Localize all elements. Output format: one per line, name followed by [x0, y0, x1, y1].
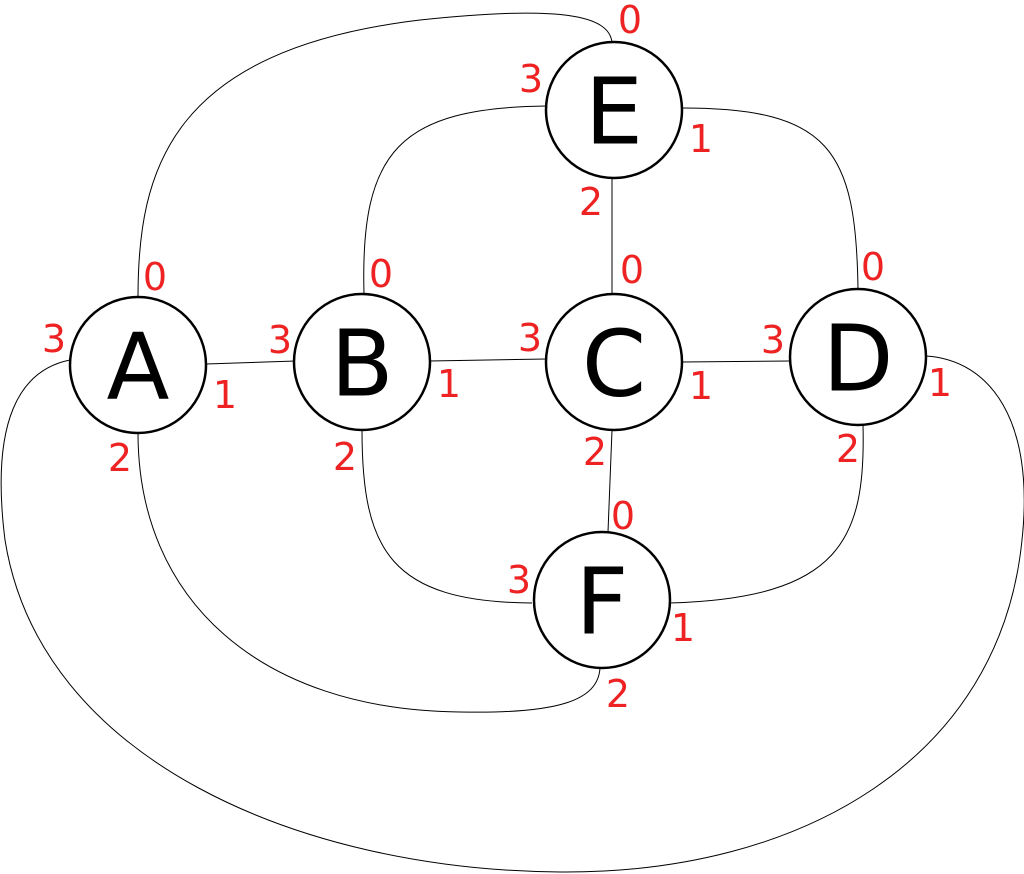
- port-label-a-1: 1: [213, 373, 237, 417]
- port-label-b-0: 0: [369, 252, 393, 296]
- node-a: A: [68, 295, 208, 435]
- node-b: B: [292, 292, 432, 432]
- edge-d0-e1: [681, 107, 859, 290]
- node-label-c: C: [582, 311, 646, 418]
- port-label-e-3: 3: [519, 57, 543, 101]
- port-label-a-0: 0: [143, 255, 167, 299]
- edge-a2-f2: [137, 432, 601, 713]
- node-d: D: [788, 287, 928, 427]
- edges-layer: [0, 12, 1024, 873]
- nodes-layer: A B C D E F: [68, 40, 928, 670]
- port-label-f-3: 3: [507, 558, 531, 602]
- port-label-e-1: 1: [689, 117, 713, 161]
- port-label-c-2: 2: [583, 430, 607, 474]
- node-circle-f: [532, 530, 672, 670]
- edge-b0-e3: [363, 105, 547, 295]
- node-e: E: [544, 40, 684, 180]
- port-label-d-3: 3: [761, 318, 785, 362]
- port-label-c-1: 1: [689, 364, 713, 408]
- port-label-b-1: 1: [437, 362, 461, 406]
- port-label-b-2: 2: [333, 435, 357, 479]
- node-c: C: [544, 292, 684, 432]
- port-label-e-0: 0: [618, 0, 642, 42]
- node-label-d: D: [823, 306, 894, 413]
- port-label-d-2: 2: [836, 427, 860, 471]
- edge-b2-f3: [361, 429, 533, 604]
- node-label-a: A: [107, 314, 170, 421]
- port-label-a-2: 2: [108, 436, 132, 480]
- node-label-b: B: [330, 311, 393, 418]
- edge-a0-e0: [137, 12, 613, 298]
- port-label-d-1: 1: [928, 361, 952, 405]
- node-circle-a: [68, 295, 208, 435]
- edge-c1-d3: [681, 360, 791, 363]
- port-label-c-3: 3: [518, 316, 542, 360]
- node-circle-e: [544, 40, 684, 180]
- port-label-a-3: 3: [42, 317, 66, 361]
- port-label-b-3: 3: [268, 318, 292, 362]
- node-circle-d: [788, 287, 928, 427]
- edge-a1-b3: [205, 360, 297, 365]
- port-label-f-1: 1: [671, 606, 695, 650]
- edge-b1-c3: [429, 358, 547, 362]
- edge-c2-f0: [607, 429, 613, 533]
- node-label-f: F: [576, 549, 629, 656]
- node-f: F: [532, 530, 672, 670]
- node-label-e: E: [585, 59, 643, 166]
- port-label-d-0: 0: [861, 245, 885, 289]
- port-label-f-2: 2: [606, 672, 630, 716]
- port-label-e-2: 2: [579, 180, 603, 224]
- node-circle-b: [292, 292, 432, 432]
- edge-d2-f1: [669, 424, 864, 604]
- port-label-c-0: 0: [620, 248, 644, 292]
- edge-a3-d1: [0, 355, 1024, 873]
- node-circle-c: [544, 292, 684, 432]
- port-label-f-0: 0: [611, 494, 635, 538]
